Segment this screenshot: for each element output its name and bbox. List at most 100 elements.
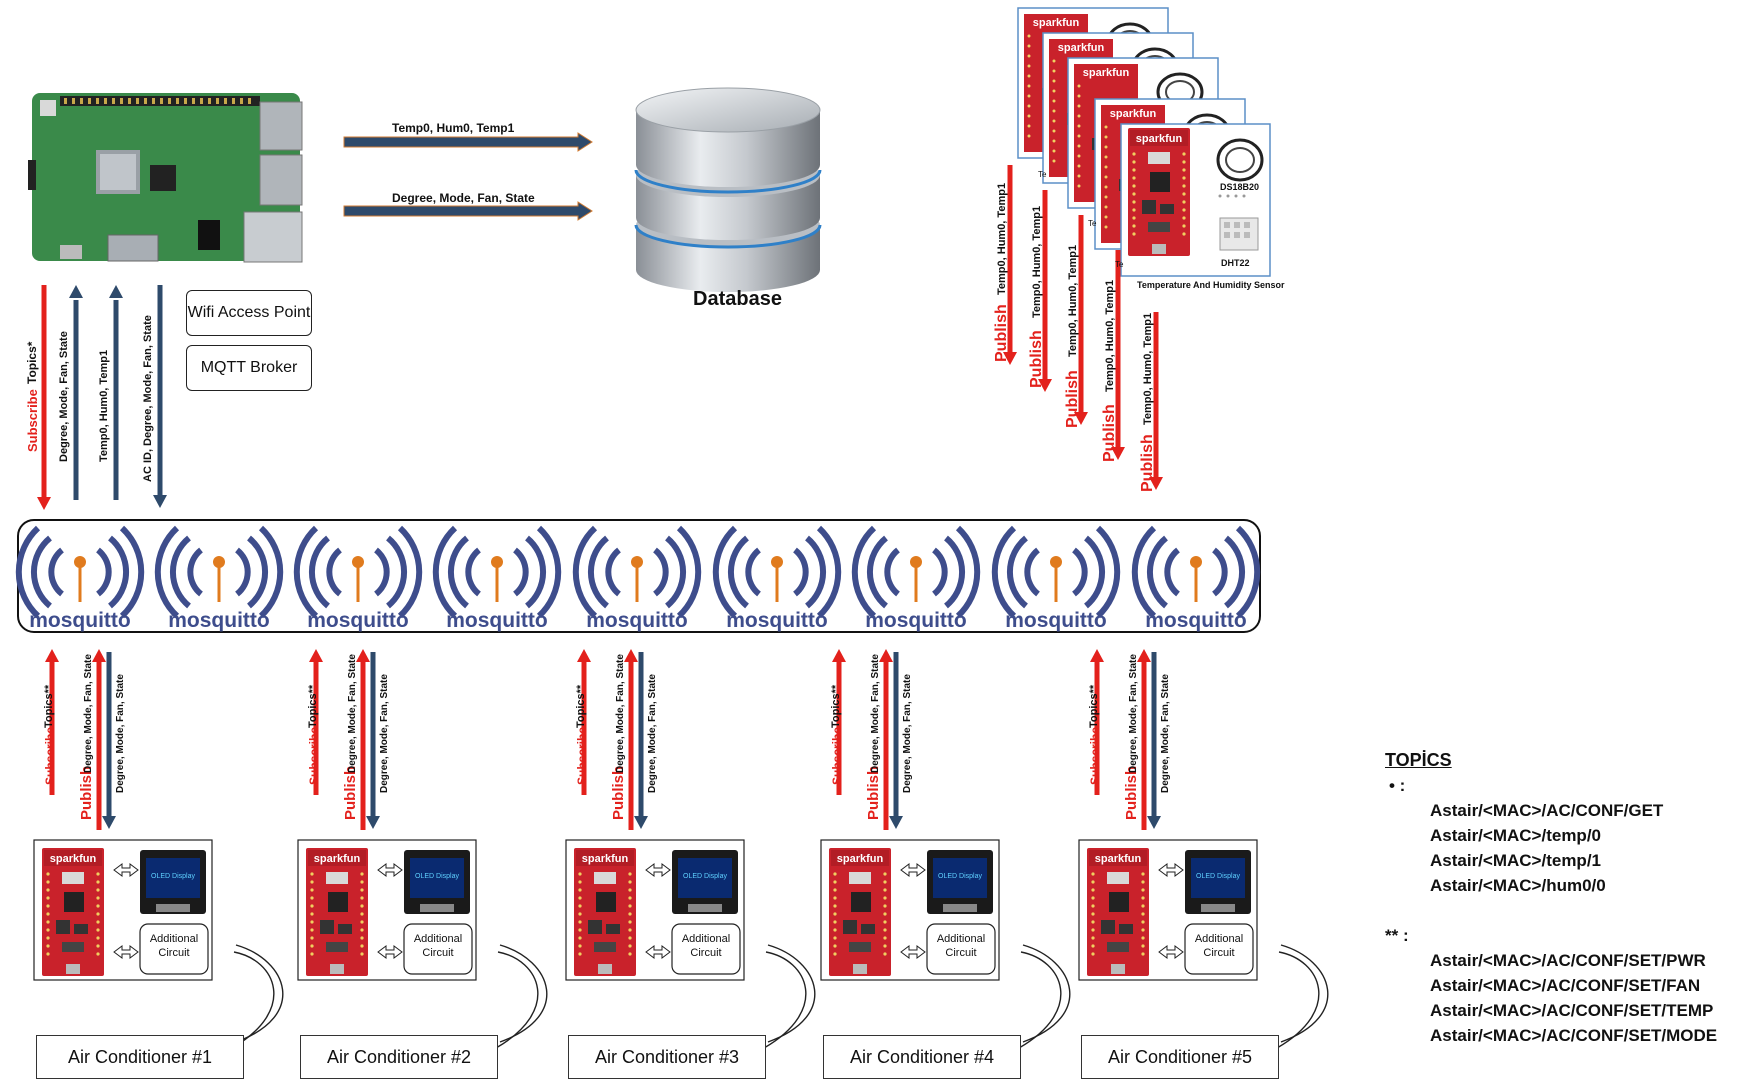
device-1-publish-label: Publish — [78, 765, 95, 820]
device-4-pub-values-label: Degree, Mode, Fan, State — [870, 654, 881, 773]
raspberry-pi-board — [28, 93, 303, 263]
sensor-caption: Temperature And Humidity Sensor — [1137, 280, 1285, 290]
topics-heading: TOPİCS — [1385, 750, 1452, 770]
device-5-subscribe-label: Subscribe — [1088, 726, 1102, 785]
sensor-ds18b20-label: DS18B20 — [1220, 182, 1260, 192]
sensor-values-4: Temp0, Hum0, Temp1 — [1104, 279, 1116, 392]
device-2-topics-label: Topics** — [307, 684, 319, 728]
device-3-arrows — [577, 649, 648, 830]
wifi-access-point-box: Wifi Access Point — [186, 290, 312, 336]
device-4-topics-label: Topics** — [830, 684, 842, 728]
device-1-subscribe-label: Subscribe — [43, 726, 57, 785]
pi-broker-arrows — [37, 285, 167, 510]
device-3-sub-values-label: Degree, Mode, Fan, State — [647, 674, 658, 793]
device-4-publish-label: Publish — [865, 765, 882, 820]
pi-dmfs-label: Degree, Mode, Fan, State — [58, 331, 70, 462]
device-4-sub-values-label: Degree, Mode, Fan, State — [902, 674, 913, 793]
device-3-topics-label: Topics** — [575, 684, 587, 728]
device-2-oled-label: OLED Display — [415, 873, 459, 880]
sensor-publish-2: Publish — [1028, 330, 1045, 388]
device-4-oled-label: OLED Display — [938, 873, 982, 880]
pi-thm-label: Temp0, Hum0, Temp1 — [98, 349, 110, 462]
device-5-circuit-label: Additional Circuit — [1194, 933, 1244, 959]
device-1-sub-values-label: Degree, Mode, Fan, State — [115, 674, 126, 793]
device-2-sub-values-label: Degree, Mode, Fan, State — [379, 674, 390, 793]
mosquitto-text-9: mosquitto — [1145, 609, 1246, 632]
topic-dstar-2: Astair/<MAC>/AC/CONF/SET/FAN — [1430, 976, 1701, 995]
device-5-pub-values-label: Degree, Mode, Fan, State — [1128, 654, 1139, 773]
device-1-topics-label: Topics** — [43, 684, 55, 728]
device-3-curve-arrow — [763, 944, 816, 1049]
sensor-publish-arrows — [1003, 165, 1163, 490]
flow-label-settings: Degree, Mode, Fan, State — [392, 191, 535, 205]
sensor-publish-4: Publish — [1101, 404, 1118, 462]
sensor-partial-2: Te — [1088, 219, 1097, 228]
topic-dstar-4: Astair/<MAC>/AC/CONF/SET/MODE — [1430, 1026, 1718, 1045]
sensor-publish-5: Publish — [1139, 434, 1156, 492]
mosquitto-text-4: mosquitto — [446, 609, 547, 632]
device-4-subscribe-label: Subscribe — [830, 726, 844, 785]
air-conditioner-2: Air Conditioner #2 — [300, 1035, 498, 1079]
device-5-curve-arrow — [1276, 944, 1329, 1049]
sensor-values-5: Temp0, Hum0, Temp1 — [1142, 312, 1154, 425]
air-conditioner-5: Air Conditioner #5 — [1081, 1035, 1279, 1079]
mosquitto-text-6: mosquitto — [726, 609, 827, 632]
air-conditioner-4: Air Conditioner #4 — [823, 1035, 1021, 1079]
topic-star-2: Astair/<MAC>/temp/0 — [1430, 826, 1601, 845]
topic-star-3: Astair/<MAC>/temp/1 — [1430, 851, 1601, 870]
pi-subscribe-label: Subscribe — [25, 389, 40, 452]
sensor-values-1: Temp0, Hum0, Temp1 — [996, 182, 1008, 295]
device-3-oled-label: OLED Display — [683, 873, 727, 880]
air-conditioner-1: Air Conditioner #1 — [36, 1035, 244, 1079]
flow-label-temps: Temp0, Hum0, Temp1 — [392, 121, 515, 135]
device-2-publish-label: Publish — [342, 765, 359, 820]
mosquitto-text-1: mosquitto — [29, 609, 130, 632]
sensor-values-3: Temp0, Hum0, Temp1 — [1067, 244, 1079, 357]
device-5-publish-label: Publish — [1123, 765, 1140, 820]
device-5-arrows — [1090, 649, 1161, 830]
topics-legend: TOPİCS • : Astair/<MAC>/AC/CONF/GET Asta… — [1385, 748, 1717, 1048]
sensor-dht22-label: DHT22 — [1221, 258, 1250, 268]
device-1-arrows — [45, 649, 116, 830]
device-3-pub-values-label: Degree, Mode, Fan, State — [615, 654, 626, 773]
pi-ac-label: AC ID, Degree, Mode, Fan, State — [142, 315, 154, 482]
device-5-oled-label: OLED Display — [1196, 873, 1240, 880]
arrows-to-database — [343, 132, 593, 221]
device-5-box — [1078, 839, 1258, 981]
device-3-publish-label: Publish — [610, 765, 627, 820]
topic-star-1: Astair/<MAC>/AC/CONF/GET — [1430, 801, 1664, 820]
device-2-arrows — [309, 649, 380, 830]
device-1-box — [33, 839, 213, 981]
mosquitto-text-5: mosquitto — [586, 609, 687, 632]
device-2-curve-arrow — [495, 944, 548, 1049]
topic-star-4: Astair/<MAC>/hum0/0 — [1430, 876, 1606, 895]
database-icon — [634, 87, 822, 292]
mosquitto-text-2: mosquitto — [168, 609, 269, 632]
topic-dstar-1: Astair/<MAC>/AC/CONF/SET/PWR — [1430, 951, 1706, 970]
device-2-circuit-label: Additional Circuit — [413, 933, 463, 959]
device-1-pub-values-label: Degree, Mode, Fan, State — [83, 654, 94, 773]
sensor-partial-1: Te — [1038, 170, 1047, 179]
sensor-partial-3: Te — [1115, 260, 1124, 269]
mosquitto-text-8: mosquitto — [1005, 609, 1106, 632]
device-3-circuit-label: Additional Circuit — [681, 933, 731, 959]
mosquitto-text-3: mosquitto — [307, 609, 408, 632]
device-5-topics-label: Topics** — [1088, 684, 1100, 728]
sensor-publish-3: Publish — [1064, 370, 1081, 428]
device-5-sub-values-label: Degree, Mode, Fan, State — [1160, 674, 1171, 793]
sensor-cards — [1016, 6, 1271, 277]
device-2-pub-values-label: Degree, Mode, Fan, State — [347, 654, 358, 773]
topics-dstar-label: ** : — [1385, 926, 1409, 945]
database-label: Database — [693, 288, 782, 310]
topic-dstar-3: Astair/<MAC>/AC/CONF/SET/TEMP — [1430, 1001, 1714, 1020]
sensor-publish-1: Publish — [993, 304, 1010, 362]
device-2-subscribe-label: Subscribe — [307, 726, 321, 785]
device-4-box — [820, 839, 1000, 981]
device-2-box — [297, 839, 477, 981]
device-1-oled-label: OLED Display — [151, 873, 195, 880]
sensor-values-2: Temp0, Hum0, Temp1 — [1031, 205, 1043, 318]
topics-star-label: • : — [1389, 776, 1406, 795]
device-4-arrows — [832, 649, 903, 830]
device-1-circuit-label: Additional Circuit — [149, 933, 199, 959]
